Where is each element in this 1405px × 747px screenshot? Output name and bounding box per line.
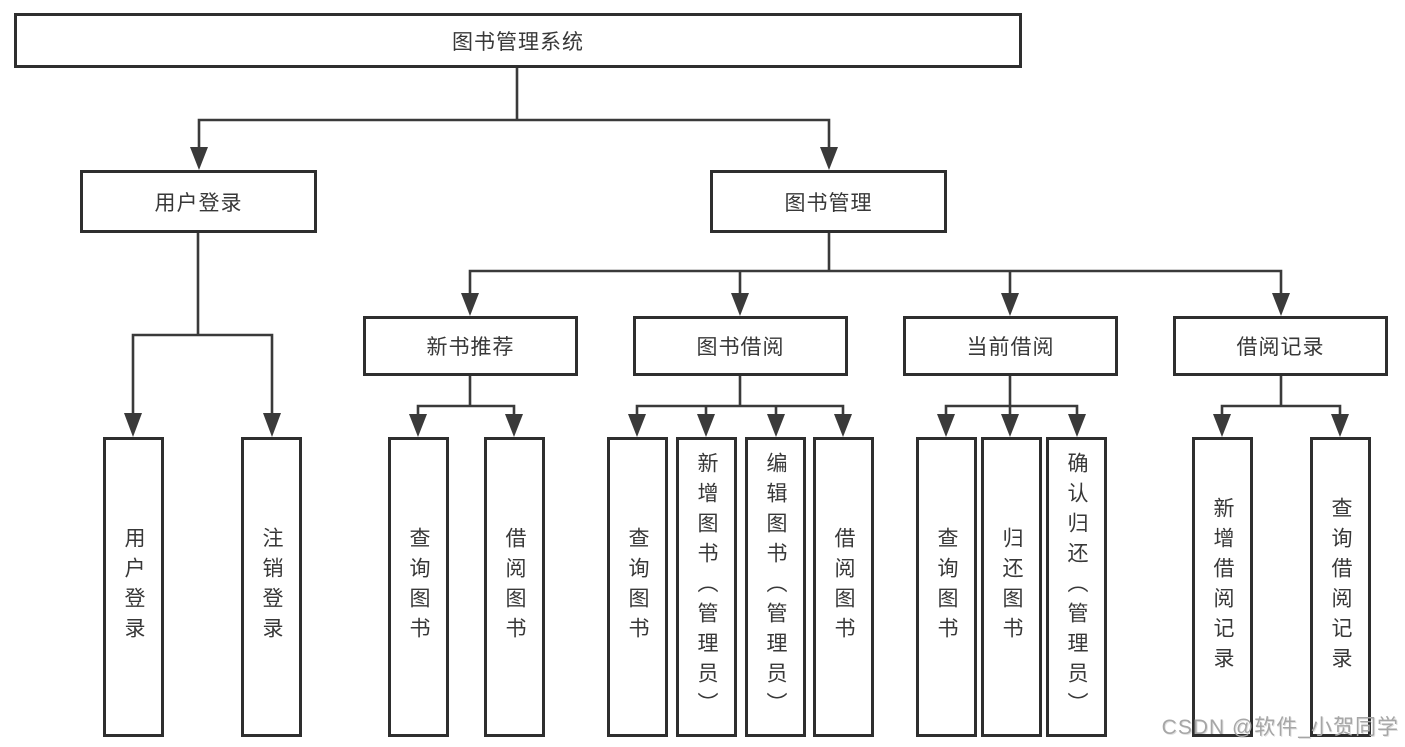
node-current-borrowing: 当前借阅 xyxy=(903,316,1118,376)
node-user-login: 用户登录 xyxy=(80,170,317,233)
leaf-user-login: 用户登录 xyxy=(103,437,164,737)
leaf-query-borrow-record: 查询借阅记录 xyxy=(1310,437,1371,737)
edge-book-borrowing-to-leaves xyxy=(628,374,852,437)
leaf-edit-books-admin: 编辑图书（管理员） xyxy=(745,437,806,737)
edge-borrowing-records-to-leaves xyxy=(1213,374,1349,437)
node-book-borrowing: 图书借阅 xyxy=(633,316,848,376)
node-book-management: 图书管理 xyxy=(710,170,947,233)
leaf-borrow-books-recommend: 借阅图书 xyxy=(484,437,545,737)
watermark: CSDN @软件_小贺同学 xyxy=(1161,716,1399,739)
node-borrowing-records: 借阅记录 xyxy=(1173,316,1388,376)
edge-root-to-level2 xyxy=(190,66,838,170)
node-new-book-recommendation: 新书推荐 xyxy=(363,316,578,376)
leaf-logout: 注销登录 xyxy=(241,437,302,737)
leaf-query-books-current: 查询图书 xyxy=(916,437,977,737)
leaf-confirm-return-admin: 确认归还（管理员） xyxy=(1046,437,1107,737)
edge-current-borrowing-to-leaves xyxy=(937,374,1086,437)
leaf-query-books-borrow: 查询图书 xyxy=(607,437,668,737)
edge-book-management-to-level3 xyxy=(461,231,1290,316)
leaf-add-borrow-record: 新增借阅记录 xyxy=(1192,437,1253,737)
leaf-return-books: 归还图书 xyxy=(981,437,1042,737)
leaf-borrow-books: 借阅图书 xyxy=(813,437,874,737)
node-book-management-system: 图书管理系统 xyxy=(14,13,1022,68)
edge-user-login-to-leaves xyxy=(124,231,281,437)
leaf-add-books-admin: 新增图书（管理员） xyxy=(676,437,737,737)
edge-new-book-recommendation-to-leaves xyxy=(409,374,523,437)
leaf-query-books-recommend: 查询图书 xyxy=(388,437,449,737)
